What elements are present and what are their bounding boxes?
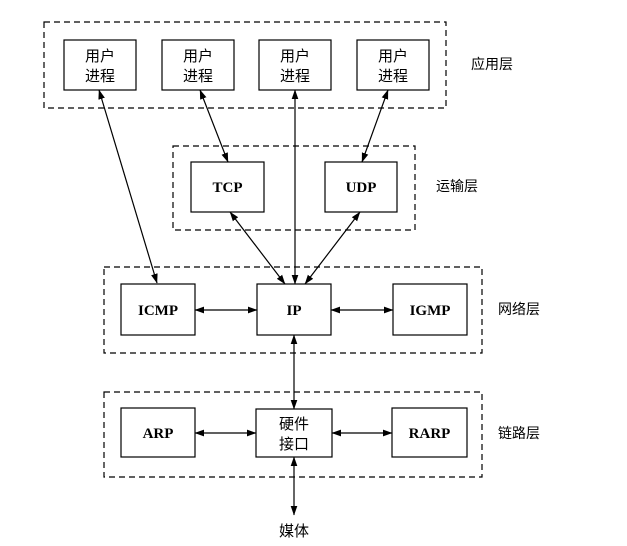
tcp-node: TCP (190, 161, 265, 213)
svg-text:进程: 进程 (183, 67, 213, 85)
arp-node: ARP (120, 407, 196, 458)
svg-text:进程: 进程 (280, 67, 310, 85)
ip-node: IP (256, 283, 332, 336)
svg-text:进程: 进程 (378, 67, 408, 85)
igmp-node: IGMP (392, 283, 468, 336)
udp-node: UDP (324, 161, 398, 213)
rarp-node: RARP (391, 407, 468, 458)
arrow-user4-udp (361, 89, 389, 163)
arrow-user2-tcp (199, 89, 229, 163)
svg-text:UDP: UDP (346, 180, 377, 196)
svg-text:用户: 用户 (280, 47, 310, 65)
svg-text:IP: IP (287, 303, 302, 319)
svg-text:接口: 接口 (279, 435, 309, 453)
application-layer-label: 应用层 (471, 56, 513, 73)
svg-text:用户: 用户 (378, 47, 408, 65)
user-process-4-node: 用户 进程 (356, 39, 430, 91)
svg-text:硬件: 硬件 (279, 415, 309, 433)
arrow-udp-ip (304, 211, 361, 285)
icmp-node: ICMP (120, 283, 196, 336)
transport-layer-label: 运输层 (436, 179, 478, 195)
svg-text:用户: 用户 (85, 47, 115, 65)
svg-text:ICMP: ICMP (138, 303, 178, 319)
application-layer-group (43, 21, 447, 109)
link-layer-label: 链路层 (498, 426, 540, 442)
user-process-3-node: 用户 进程 (258, 39, 332, 91)
svg-text:ARP: ARP (143, 426, 174, 442)
arrow-tcp-ip (229, 211, 286, 285)
arrow-user1-icmp (98, 89, 158, 284)
svg-text:IGMP: IGMP (410, 303, 451, 319)
svg-text:RARP: RARP (409, 426, 451, 442)
user-process-2-node: 用户 进程 (161, 39, 235, 91)
svg-text:用户: 用户 (183, 47, 213, 65)
svg-text:TCP: TCP (213, 180, 243, 196)
svg-text:进程: 进程 (85, 67, 115, 85)
media-label: 媒体 (279, 522, 309, 540)
hardware-interface-node: 硬件 接口 (255, 408, 333, 458)
user-process-1-node: 用户 进程 (63, 39, 137, 91)
network-layer-label: 网络层 (498, 302, 540, 318)
